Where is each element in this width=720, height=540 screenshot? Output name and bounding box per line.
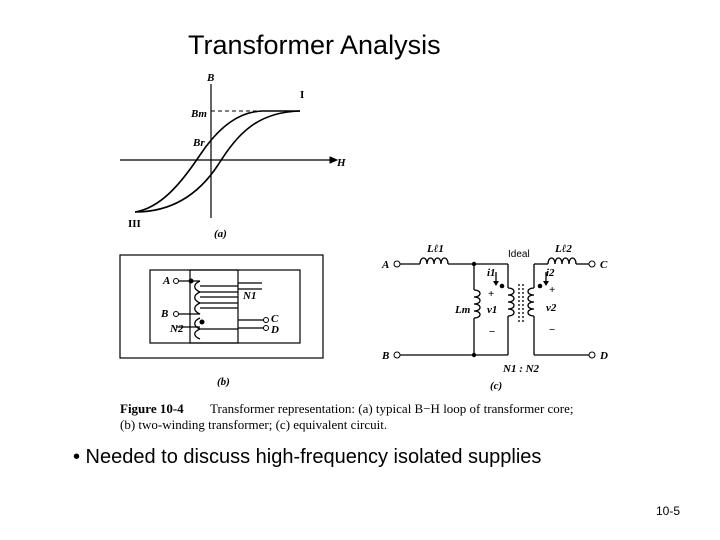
figure-caption-line-2: (b) two-winding transformer; (c) equival…	[120, 417, 387, 432]
leakage-inductor-2	[547, 257, 577, 265]
magnetizing-inductor	[473, 289, 481, 319]
panel-a-label: (a)	[214, 228, 227, 240]
primary-winding	[176, 280, 262, 315]
label-lm: Lm	[454, 304, 471, 316]
core-label-c: C	[271, 313, 279, 325]
figure-caption-label: Figure 10-4	[120, 401, 184, 416]
label-v1: v1	[487, 304, 497, 316]
core-terminal-c	[263, 317, 269, 323]
circuit-terminal-b	[393, 351, 401, 359]
circuit-label-b: B	[381, 350, 389, 362]
panel-c-label: (c)	[490, 380, 502, 392]
secondary-winding	[176, 317, 266, 340]
transformer-core	[119, 254, 324, 359]
label-i1: i1	[487, 267, 496, 279]
bullet-text: • Needed to discuss high-frequency isola…	[73, 446, 542, 468]
circuit-terminal-d	[588, 351, 596, 359]
h-axis-arrow	[329, 156, 339, 164]
core-label-n1: N1	[242, 290, 256, 302]
quadrant-3-label: III	[128, 218, 141, 230]
bm-label: Bm	[190, 108, 207, 120]
label-v2: v2	[546, 302, 557, 314]
core-label-b: B	[160, 308, 168, 320]
ideal-dot-2	[537, 283, 543, 289]
core-terminal-d	[263, 325, 269, 331]
label-ll1: Lℓ1	[426, 243, 444, 255]
h-axis-label: H	[336, 157, 346, 169]
ideal-secondary-winding	[527, 287, 535, 317]
node-top	[471, 261, 477, 267]
label-turns-ratio: N1 : N2	[502, 363, 540, 375]
label-plus-2: +	[549, 284, 555, 296]
core-label-a: A	[162, 275, 170, 287]
core-label-n2: N2	[169, 323, 184, 335]
core-outer	[119, 254, 324, 359]
bh-loop-diagram	[120, 84, 339, 218]
circuit-label-c: C	[600, 259, 608, 271]
label-i2: i2	[546, 267, 555, 279]
equivalent-circuit	[397, 257, 592, 356]
label-minus-1: −	[489, 326, 495, 338]
core-left-leg-window	[189, 269, 239, 344]
quadrant-1-label: I	[300, 89, 304, 101]
circuit-terminal-c	[588, 260, 596, 268]
br-label: Br	[192, 137, 205, 149]
page-number: 10-5	[656, 504, 681, 518]
ideal-dot-1	[499, 283, 505, 289]
core-label-d: D	[270, 324, 279, 336]
leakage-inductor-1	[419, 257, 449, 265]
slide-title: Transformer Analysis	[188, 30, 441, 60]
b-axis-label: B	[206, 72, 214, 84]
label-ll2: Lℓ2	[554, 243, 572, 255]
label-minus-2: −	[549, 324, 555, 336]
core-dot-1	[188, 278, 194, 284]
core-dot-2	[199, 319, 205, 325]
circuit-terminal-a	[393, 260, 401, 268]
circuit-label-d: D	[599, 350, 608, 362]
ideal-primary-winding	[507, 287, 515, 317]
label-ideal: Ideal	[508, 249, 530, 260]
core-terminal-b	[173, 311, 179, 317]
panel-b-label: (b)	[217, 376, 230, 388]
hysteresis-upper-branch	[134, 110, 300, 213]
figure-caption-line-1: Transformer representation: (a) typical …	[210, 401, 574, 416]
core-terminal-a	[173, 278, 179, 284]
label-plus-1: +	[488, 288, 494, 300]
circuit-label-a: A	[381, 259, 389, 271]
node-bottom	[471, 352, 477, 358]
hysteresis-lower-branch	[134, 110, 301, 213]
